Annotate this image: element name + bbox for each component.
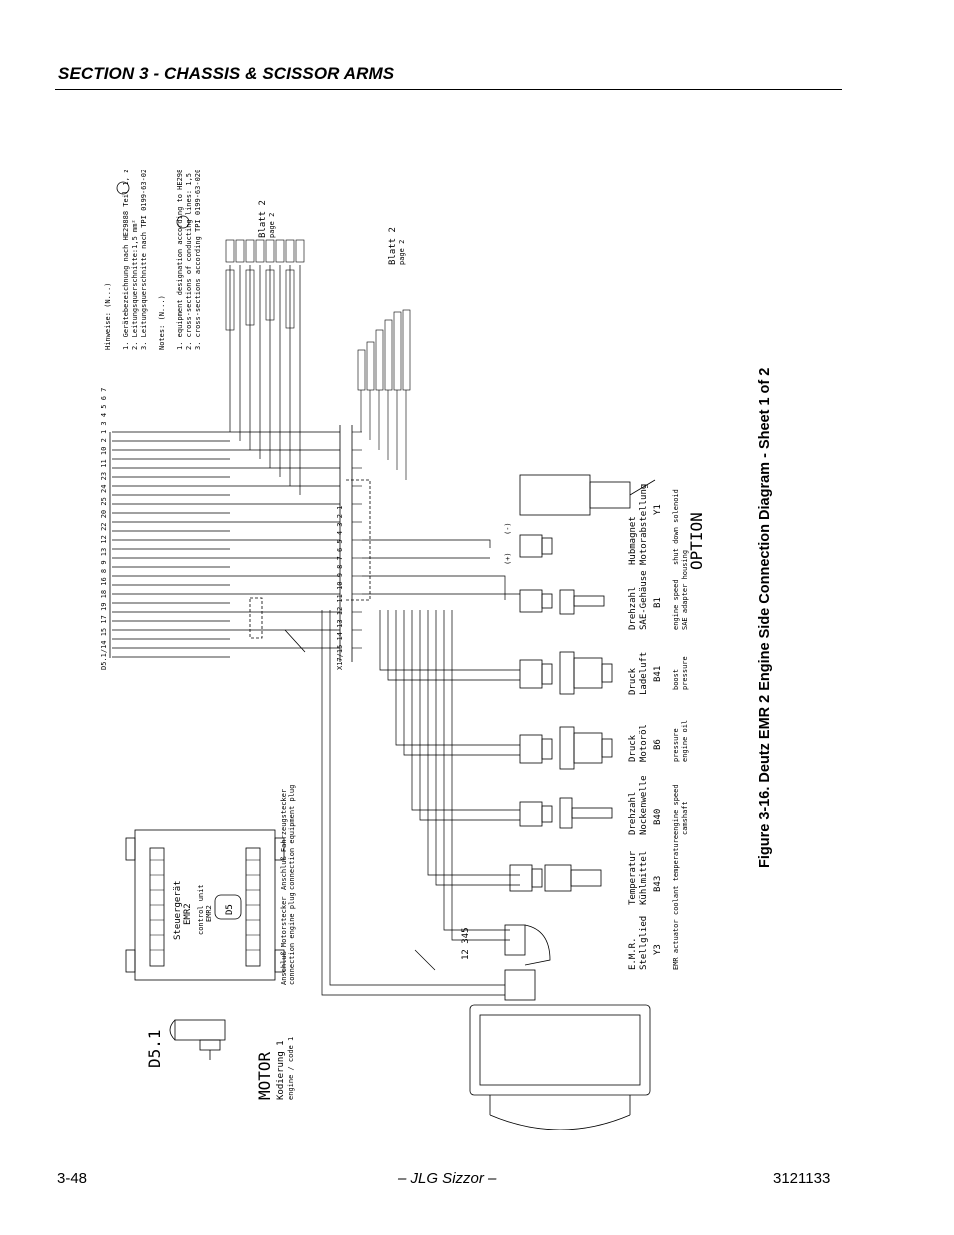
- d5-connector-pins: D5.1/14 15 17 19 18 16 8 9 13 12 22 20 2…: [100, 388, 108, 670]
- sensor-b40-camshaft: [519, 797, 613, 829]
- sensor-y1-solenoid: [519, 474, 656, 558]
- blatt-upper-de: Blatt 2: [258, 200, 268, 238]
- component-label-b1: Drehzahl SAE-Gehäuse B1 engine speed SAE…: [628, 550, 689, 630]
- b6-ref: B6: [653, 739, 663, 750]
- right-plug-en: connection equipment plug: [288, 785, 296, 890]
- notes-line1-en: 1. equipment designation according to HE…: [176, 170, 184, 350]
- component-label-y1: Hubmagnet Motorabstellung Y1 shut down s…: [628, 484, 680, 565]
- polarity-minus: (-): [504, 522, 512, 535]
- component-label-b6: Druck Motoröl B6 pressure engine oil: [628, 720, 689, 762]
- b40-de1: Drehzahl: [628, 792, 638, 835]
- notes-markers: [116, 181, 190, 229]
- b41-en2: pressure: [681, 656, 689, 690]
- y3-de1: E.M.R.: [628, 937, 638, 970]
- x17-connector-pins: X17/15 14 13 12 11 10 9 8 7 6 5 4 3 2 1: [336, 506, 344, 670]
- control-unit-title: Steuergerät: [173, 880, 183, 940]
- b40-en2: camshaft: [681, 801, 689, 835]
- blatt-upper: Blatt 2 page 2: [258, 200, 276, 238]
- blatt-lower-de: Blatt 2: [388, 227, 398, 265]
- left-plug-de: Anschluß Motorstecker: [280, 896, 288, 985]
- blatt-lower-en: page 2: [398, 240, 406, 265]
- y1-ref: Y1: [653, 504, 663, 515]
- y1-en1: shut down solenoid: [672, 489, 680, 565]
- sensor-b43-coolant: [509, 864, 602, 892]
- actuator-y3: [469, 924, 651, 1130]
- y1-de2: Motorabstellung: [639, 484, 649, 565]
- notes-block: Hinweise: (N...) 1. Gerätebezeichnung na…: [104, 170, 202, 350]
- component-label-b43: Temperatur Kühlmittel B43 coolant temper…: [628, 835, 680, 915]
- right-plug-de: Anschluß Fahrzeugstecker: [280, 789, 288, 890]
- y1-de1: Hubmagnet: [628, 516, 638, 565]
- y3-ref: Y3: [653, 944, 663, 955]
- sensor-harness: [321, 539, 520, 996]
- control-unit-d5: [125, 829, 285, 981]
- page-number: 3-48: [57, 1170, 88, 1187]
- b40-en1: engine speed: [672, 784, 680, 835]
- b43-en1: coolant temperature: [672, 835, 680, 915]
- doc-number: 3121133: [773, 1170, 831, 1187]
- sensor-b1-speed: [519, 589, 605, 615]
- component-labels: Hubmagnet Motorabstellung Y1 shut down s…: [628, 484, 706, 970]
- sensor-b6-oil: [519, 726, 613, 770]
- option-label: OPTION: [687, 512, 706, 570]
- y3-de2: Stellglied: [639, 916, 649, 970]
- x17-connector: [339, 309, 411, 662]
- notes-line3-de: 3. Leitungsquerschnitte nach TPI 0199-63…: [140, 170, 148, 350]
- b41-en1: boost: [672, 669, 680, 690]
- motor-coding: Kodierung 1: [276, 1040, 286, 1100]
- b1-de1: Drehzahl: [628, 587, 638, 630]
- notes-line2-en: 2. cross-sections of conducting lines: 1…: [185, 170, 193, 350]
- component-label-b40: Drehzahl Nockenwelle B40 engine speed ca…: [628, 775, 689, 835]
- control-unit-model-en: EMR2: [205, 905, 213, 922]
- b6-en2: engine oil: [681, 720, 689, 762]
- actuator-pin-numbers: 12 345: [461, 927, 471, 960]
- motor-ref: D5.1: [145, 1029, 164, 1068]
- b40-de2: Nockenwelle: [639, 775, 649, 835]
- footer-title: – JLG Sizzor –: [398, 1170, 497, 1187]
- left-plug-en: connection engine plug: [288, 892, 296, 985]
- figure-caption-box: Figure 3-16. Deutz EMR 2 Engine Side Con…: [755, 368, 777, 868]
- wiring-diagram: Hinweise: (N...) 1. Gerätebezeichnung na…: [100, 170, 706, 1130]
- b40-ref: B40: [653, 809, 663, 825]
- b1-ref: B1: [653, 597, 663, 608]
- motor-title: MOTOR: [255, 1051, 274, 1100]
- component-label-y3: E.M.R. Stellglied Y3 EMR actuator: [628, 916, 680, 970]
- notes-heading-en: Notes: (N...): [158, 295, 166, 350]
- component-label-b41: Druck Ladeluft B41 boost pressure: [628, 652, 689, 695]
- control-unit-title-en: control unit: [197, 884, 205, 935]
- header-rule: [55, 89, 842, 90]
- b43-de1: Temperatur: [628, 850, 638, 905]
- b41-de2: Ladeluft: [639, 652, 649, 695]
- notes-heading-de: Hinweise: (N...): [104, 283, 112, 350]
- b1-en2: SAE adapter housing: [681, 550, 689, 630]
- b6-de2: Motoröl: [639, 724, 649, 762]
- b41-de1: Druck: [628, 667, 638, 695]
- motor-labels: D5.1 MOTOR Kodierung 1 engine / code 1: [145, 1029, 295, 1100]
- b1-de2: SAE-Gehäuse: [639, 570, 649, 630]
- control-unit-model: EMR2: [183, 903, 193, 925]
- b43-ref: B43: [653, 876, 663, 892]
- motor-coding-en: engine / code 1: [287, 1037, 295, 1100]
- y3-en1: EMR actuator: [672, 919, 680, 970]
- blatt-lower: Blatt 2 page 2: [388, 227, 406, 265]
- b6-en1: pressure: [672, 728, 680, 762]
- sensor-b41-boost: [519, 651, 613, 695]
- motor-d5-1: [169, 1019, 226, 1060]
- section-header: SECTION 3 - CHASSIS & SCISSOR ARMS: [58, 64, 395, 83]
- notes-line2-de: 2. Leitungsquerschnitte:1,5 mm²: [131, 219, 139, 350]
- b41-ref: B41: [653, 666, 663, 682]
- polarity-plus: (+): [504, 552, 512, 565]
- notes-line3-en: 3. cross-sections according TPI 0199-63-…: [194, 170, 202, 350]
- control-unit-labels: Steuergerät EMR2 control unit EMR2 D5 An…: [173, 785, 296, 985]
- b1-en1: engine speed: [672, 579, 680, 630]
- b6-de1: Druck: [628, 734, 638, 762]
- notes-line1-de: 1. Gerätebezeichnung nach HE29888 Teil 1…: [122, 170, 130, 350]
- figure-caption: Figure 3-16. Deutz EMR 2 Engine Side Con…: [757, 367, 773, 868]
- control-unit-ref: D5: [225, 904, 235, 915]
- b43-de2: Kühlmittel: [639, 851, 649, 905]
- blatt-upper-en: page 2: [268, 213, 276, 238]
